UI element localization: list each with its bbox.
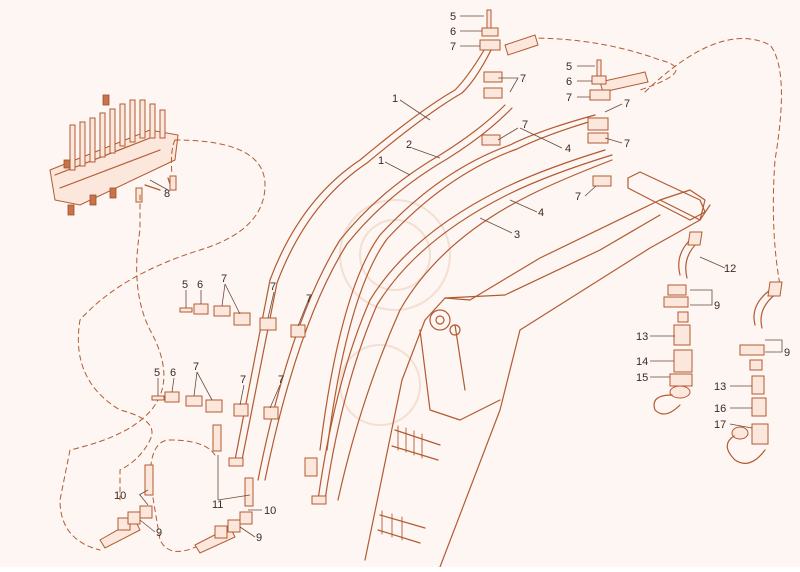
part-label-9: 9 [156,527,162,539]
fittings-right [653,284,769,464]
clamps-top [479,9,612,187]
part-label-6: 6 [170,367,176,379]
part-label-17: 17 [714,419,726,431]
part-label-11: 11 [212,499,223,511]
part-label-6: 6 [566,76,572,88]
part-label-7: 7 [624,138,630,150]
part-label-10: 10 [114,490,126,502]
part-label-4: 4 [565,143,571,155]
part-label-15: 15 [636,372,648,384]
boom-arm [364,171,711,568]
part-label-7: 7 [221,273,227,285]
hose-assemblies [504,34,783,329]
part-label-6: 6 [450,26,456,38]
part-label-5: 5 [182,279,188,291]
part-label-7: 7 [193,361,199,373]
part-labels: 5 6 7 7 7 5 6 7 7 7 7 1 1 2 4 4 3 8 12 9… [114,11,790,544]
part-label-9: 9 [784,347,790,359]
part-label-4: 4 [538,207,544,219]
part-label-5: 5 [450,11,456,23]
part-label-9: 9 [256,532,262,544]
hydraulic-pipes [234,39,613,501]
part-label-7: 7 [278,374,284,386]
part-label-1: 1 [378,155,384,167]
part-label-7: 7 [566,92,572,104]
part-label-7: 7 [450,41,456,53]
part-label-5: 5 [566,61,572,73]
part-label-7: 7 [240,374,246,386]
part-label-7: 7 [520,73,526,85]
part-label-14: 14 [636,356,648,368]
part-label-7: 7 [624,98,630,110]
part-label-7: 7 [522,119,528,131]
part-label-9: 9 [714,300,720,312]
part-label-7: 7 [270,281,276,293]
part-label-5: 5 [154,367,160,379]
part-label-7: 7 [306,293,312,305]
control-valve [49,94,179,216]
leader-lines [138,15,783,538]
part-label-13: 13 [636,331,648,343]
part-label-2: 2 [406,139,412,151]
part-label-6: 6 [197,279,203,291]
part-label-1: 1 [392,93,398,105]
part-label-16: 16 [714,403,726,415]
part-label-12: 12 [724,263,736,275]
part-label-7: 7 [575,191,581,203]
clamps-left [151,303,306,420]
part-label-10: 10 [264,505,276,517]
part-label-13: 13 [714,381,726,393]
part-label-3: 3 [514,229,520,241]
fittings-bottom [99,424,327,554]
part-label-8: 8 [164,188,170,200]
